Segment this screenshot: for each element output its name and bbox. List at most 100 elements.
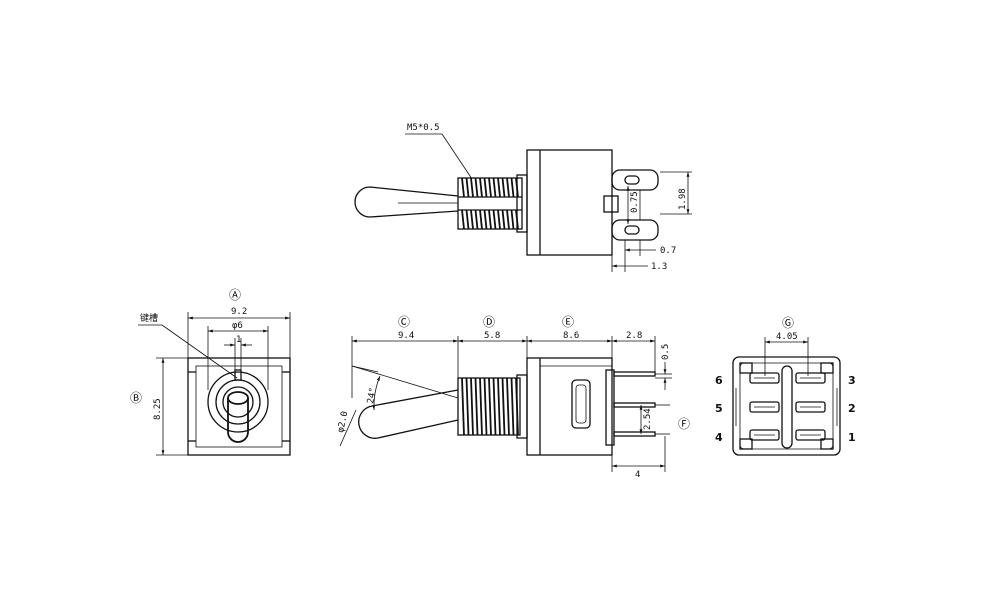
thread-line (492, 177, 497, 198)
thread-line (461, 377, 465, 436)
angle-arc (372, 375, 381, 411)
key-dim-label: 1 (236, 335, 241, 345)
thread-line (510, 377, 515, 436)
thread-line (506, 209, 510, 230)
side-view: 24° φ2.0 Ⓒ 9.4 Ⓓ 5.8 Ⓔ 8.6 2.8 (336, 315, 690, 480)
thread-line (470, 209, 474, 230)
bushing-thread (457, 177, 523, 230)
mark-d: Ⓓ (483, 315, 495, 329)
thread-line (483, 377, 488, 436)
thread-line (483, 177, 488, 198)
thread-line (461, 177, 465, 198)
switch-body (526, 149, 613, 256)
slot-dim-label: 0.7 (660, 246, 676, 256)
pin-label-3: 3 (848, 374, 856, 387)
length-dim-label: 1.3 (651, 262, 667, 272)
pin-dim-label: 2.8 (626, 331, 642, 341)
thickness-dim-label: 0.5 (661, 344, 671, 360)
switch-body-side (526, 357, 613, 456)
bushing-thread-side (457, 377, 521, 436)
keyway-leader (161, 324, 238, 379)
thread-line (465, 177, 470, 198)
mark-g: Ⓖ (782, 316, 794, 330)
keyway-slot (234, 369, 242, 381)
thread-line (479, 177, 483, 198)
keyway-label: 键槽 (140, 312, 158, 324)
mark-e: Ⓔ (562, 315, 574, 329)
thread-line (461, 209, 465, 230)
terminal-pin (613, 371, 656, 377)
gap-dim-label: 0.75 (630, 191, 640, 213)
pitch-dim-label: 2.54 (643, 408, 653, 430)
thread-leader (441, 133, 473, 180)
thread-line (488, 209, 492, 230)
angle-label: 24° (366, 387, 379, 405)
thread-line (501, 177, 506, 198)
front-inner-frame (195, 365, 283, 448)
top-view: M5*0.5 0.75 1.98 0.7 1.3 (354, 123, 692, 272)
bushing-inner-circle (222, 386, 254, 418)
center-slot (781, 365, 793, 449)
angle-reference-line (351, 365, 379, 373)
diameter-dim-label: φ6 (232, 321, 243, 331)
thread-line (465, 209, 470, 230)
upper-terminal-slot (624, 175, 640, 185)
width-dim-label: 9.2 (231, 307, 247, 317)
pin-label-5: 5 (715, 402, 723, 415)
thread-line (479, 377, 483, 436)
bottom-outline (732, 356, 841, 456)
thread-line (488, 377, 492, 436)
thread-line (465, 377, 470, 436)
bushing-outline (457, 177, 523, 230)
lever-dim-label: 9.4 (398, 331, 414, 341)
thread-line (470, 377, 474, 436)
terminal-pad (749, 372, 780, 384)
thread-line (474, 377, 479, 436)
tip-dim-label: φ2.0 (336, 410, 350, 433)
thread-line (474, 209, 479, 230)
thread-line (470, 177, 474, 198)
corner-block (820, 438, 834, 450)
thread-spec-label: M5*0.5 (407, 123, 440, 133)
terminal-pin (613, 402, 656, 408)
thread-line (479, 209, 483, 230)
thread-line (497, 209, 501, 230)
terminal-pad (749, 429, 780, 441)
lever-front-cap (227, 391, 249, 405)
mark-b: Ⓑ (130, 391, 142, 405)
terminal-pad (795, 401, 826, 413)
lower-terminal-slot (624, 225, 640, 235)
thread-line (510, 209, 515, 230)
corner-block (820, 362, 834, 374)
body-window-inner (575, 384, 587, 424)
pin-label-2: 2 (848, 402, 856, 415)
thread-line (506, 377, 510, 436)
body-dim-label: 8.6 (563, 331, 579, 341)
thread-line (483, 209, 488, 230)
pin-label-4: 4 (715, 431, 723, 444)
bushing-outer-circle (207, 371, 269, 433)
terminal-pin (613, 431, 656, 437)
pin-label-1: 1 (848, 431, 856, 444)
tip-leader (339, 409, 357, 447)
mark-f: Ⓕ (678, 417, 690, 431)
terminal-pad (795, 372, 826, 384)
lever (354, 186, 459, 218)
terminal-pad (795, 429, 826, 441)
thread-line (510, 177, 515, 198)
thread-line (492, 209, 497, 230)
thread-line (506, 177, 510, 198)
mark-c: Ⓒ (398, 315, 410, 329)
thread-line (488, 177, 492, 198)
thread-line (474, 177, 479, 198)
lever-front (227, 398, 249, 443)
bushing-dim-label: 5.8 (484, 331, 500, 341)
body-window (571, 379, 591, 429)
thread-line (492, 377, 497, 436)
front-outline (187, 357, 291, 456)
corner-block (739, 438, 753, 450)
thread-line (497, 377, 501, 436)
pin-span-dim-label: 4 (635, 470, 640, 480)
terminal-pad (749, 401, 780, 413)
